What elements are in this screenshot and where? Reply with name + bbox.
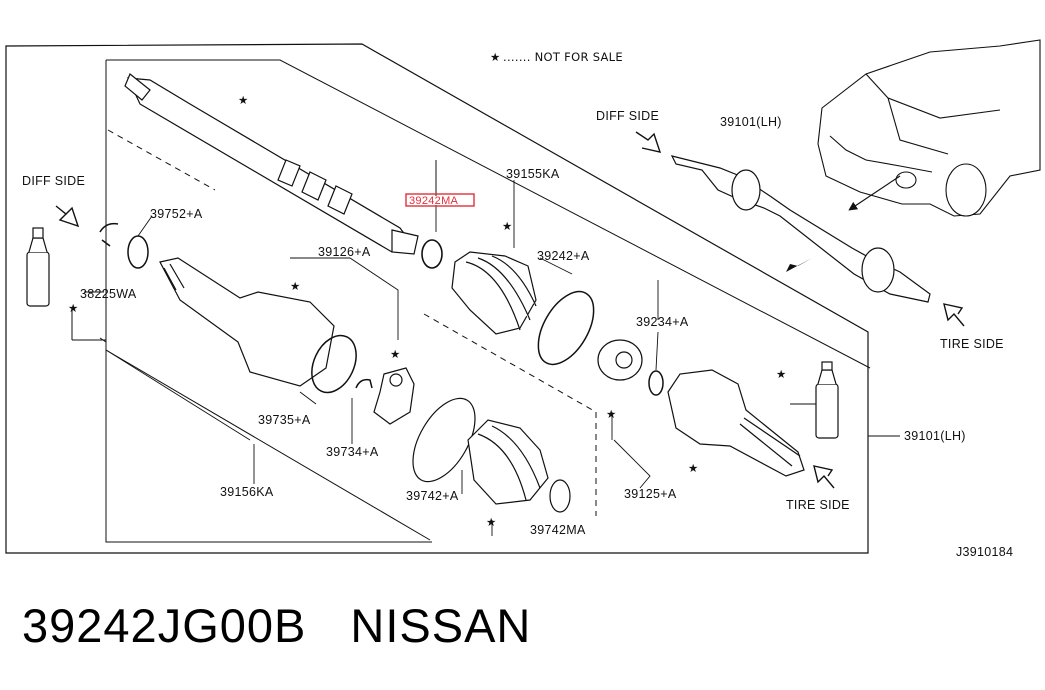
grease-tube-right <box>815 361 839 439</box>
diagram-code: J3910184 <box>956 545 1013 559</box>
housing-star-icon: ★ <box>290 279 301 293</box>
circlip <box>421 239 443 269</box>
label-39234a: 39234+A <box>636 315 689 329</box>
label-39742ma: 39742MA <box>530 523 586 537</box>
part-number: 39242JG00B <box>22 599 307 652</box>
legend-text: ....... NOT FOR SALE <box>503 50 623 64</box>
assembly-arrow-icon <box>786 258 812 272</box>
circlip-left <box>99 222 119 247</box>
label-39125a: 39125+A <box>624 487 677 501</box>
outer-joint-star-icon: ★ <box>688 461 699 475</box>
tire-side-arrow-bottom-icon <box>813 465 835 489</box>
diagram-frame <box>5 43 869 554</box>
highlight-box <box>405 193 475 207</box>
label-39752a: 39752+A <box>150 207 203 221</box>
label-38225wa: 38225WA <box>80 287 137 301</box>
ring-39752 <box>127 235 149 269</box>
label-diff-side-right: DIFF SIDE <box>596 109 659 123</box>
boot-lower <box>412 397 571 513</box>
spider-bearing <box>597 339 643 381</box>
label-39734a: 39734+A <box>326 445 379 459</box>
vehicle-illustration <box>817 39 1041 217</box>
label-39155ka: 39155KA <box>506 167 560 181</box>
boot-star-icon: ★ <box>502 219 513 233</box>
grease-star-icon: ★ <box>776 367 787 381</box>
not-for-sale-star-icon: ★ <box>238 93 249 107</box>
assembled-drive-shaft <box>670 155 931 303</box>
diff-side-arrow-right-icon <box>635 131 662 153</box>
footer-title: 39242JG00B NISSAN <box>22 598 575 653</box>
tire-side-arrow-top-icon <box>943 303 965 327</box>
label-diff-side-left: DIFF SIDE <box>22 174 85 188</box>
outer-joint <box>667 369 805 477</box>
band-ring <box>537 290 595 366</box>
label-39101lh-right: 39101(LH) <box>904 429 966 443</box>
label-39126a: 39126+A <box>318 245 371 259</box>
ring-39735 <box>311 334 357 394</box>
inner-joint-housing <box>159 257 335 387</box>
label-39735a: 39735+A <box>258 413 311 427</box>
legend-star-icon: ★ <box>490 50 501 64</box>
label-tire-side-bottom: TIRE SIDE <box>786 498 850 512</box>
label-39101lh-top: 39101(LH) <box>720 115 782 129</box>
label-39742a: 39742+A <box>406 489 459 503</box>
label-tire-side-top: TIRE SIDE <box>940 337 1004 351</box>
label-39242a: 39242+A <box>537 249 590 263</box>
boot-upper <box>451 251 537 335</box>
lower-boot-star-icon: ★ <box>486 515 497 529</box>
drive-shaft-upper <box>124 73 419 255</box>
joint-star-icon: ★ <box>606 407 617 421</box>
grease-tube-left <box>26 227 50 307</box>
label-39242ma: 39242MA <box>409 195 459 207</box>
tripod-spider <box>373 367 415 425</box>
diff-side-arrow-icon <box>55 205 80 228</box>
spider-star-icon: ★ <box>390 347 401 361</box>
label-39156ka: 39156KA <box>220 485 274 499</box>
brand-name: NISSAN <box>350 599 532 652</box>
assembly-bracket <box>71 59 871 543</box>
snap-ring-39734 <box>355 378 373 389</box>
snap-ring <box>648 370 664 396</box>
grease-left-star-icon: ★ <box>68 301 79 315</box>
